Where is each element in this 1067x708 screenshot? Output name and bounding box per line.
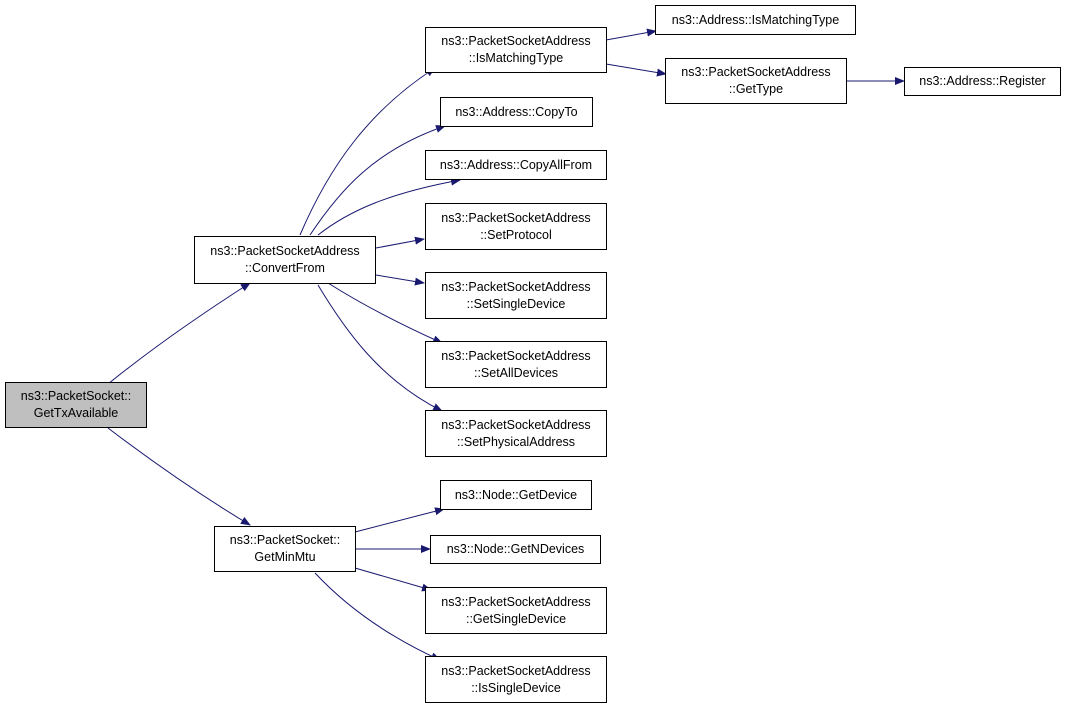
node-label-line-2: ::GetType	[728, 82, 784, 96]
node-label-line-1: ns3::PacketSocketAddress	[681, 65, 831, 79]
node-label-line-2: ::SetAllDevices	[473, 365, 559, 380]
edge-getminmtu-to-issingledevice	[314, 572, 441, 661]
node-packetsocket-getminmtu[interactable]: ns3::PacketSocket:: GetMinMtu	[214, 526, 356, 572]
edge-getminmtu-to-getdevice	[354, 507, 445, 533]
edge-convertfrom-to-setprotocol	[375, 236, 425, 249]
node-label-line-1: ns3::Node::GetDevice	[454, 487, 578, 502]
edge-convertfrom-to-copyallfrom	[317, 177, 461, 236]
node-label-line-1: ns3::PacketSocketAddress	[441, 417, 591, 432]
edge-psa-ismatchingtype-to-gettype	[605, 63, 667, 77]
node-address-copyallfrom[interactable]: ns3::Address::CopyAllFrom	[425, 150, 607, 180]
edge-psa-ismatchingtype-to-address-ismatchingtype	[605, 28, 657, 41]
node-packetsocketaddress-getsingledevice[interactable]: ns3::PacketSocketAddress ::GetSingleDevi…	[425, 587, 607, 634]
node-address-copyto[interactable]: ns3::Address::CopyTo	[440, 97, 593, 127]
node-packetsocketaddress-ismatchingtype[interactable]: ns3::PacketSocketAddress ::IsMatchingTyp…	[425, 27, 607, 73]
node-label-line-2: ::SetSingleDevice	[466, 296, 566, 311]
edge-convertfrom-to-setsingledevice	[375, 274, 425, 286]
node-label-line-2: ::IsMatchingType	[468, 51, 564, 65]
node-packetsocket-gettxavailable: ns3::PacketSocket:: GetTxAvailable	[5, 382, 147, 428]
node-label-line-1: ns3::PacketSocket::	[20, 389, 132, 403]
node-label-line-1: ns3::PacketSocketAddress	[441, 279, 591, 294]
node-label-line-2: ::GetSingleDevice	[465, 611, 567, 626]
node-label-line-2: ::SetProtocol	[480, 227, 552, 242]
edge-convertfrom-to-setalldevices	[327, 282, 443, 344]
node-label-line-1: ns3::Address::IsMatchingType	[671, 12, 840, 27]
node-label-line-1: ns3::PacketSocketAddress	[441, 210, 591, 225]
node-label-line-1: ns3::PacketSocketAddress	[210, 244, 360, 258]
node-label-line-1: ns3::PacketSocket::	[229, 533, 341, 547]
edge-convertfrom-to-psa-ismatchingtype	[299, 67, 436, 236]
node-label-line-2: ::ConvertFrom	[245, 261, 325, 275]
node-label-line-2: ::IsSingleDevice	[471, 680, 561, 695]
edge-gettxavailable-to-convertfrom	[107, 282, 251, 385]
node-packetsocketaddress-convertfrom[interactable]: ns3::PacketSocketAddress ::ConvertFrom	[194, 236, 376, 284]
node-address-register[interactable]: ns3::Address::Register	[904, 67, 1061, 96]
node-label-line-2: ::SetPhysicalAddress	[456, 434, 576, 449]
edge-convertfrom-to-copyto	[309, 125, 446, 236]
node-address-ismatchingtype[interactable]: ns3::Address::IsMatchingType	[655, 5, 856, 35]
node-label-line-1: ns3::Address::CopyTo	[455, 104, 578, 119]
node-packetsocketaddress-setprotocol[interactable]: ns3::PacketSocketAddress ::SetProtocol	[425, 203, 607, 250]
edge-convertfrom-to-setphysicaladdress	[317, 284, 443, 412]
node-label-line-1: ns3::Address::Register	[919, 74, 1046, 88]
node-label-line-1: ns3::PacketSocketAddress	[441, 663, 591, 678]
node-packetsocketaddress-setsingledevice[interactable]: ns3::PacketSocketAddress ::SetSingleDevi…	[425, 272, 607, 319]
node-label-line-2: GetTxAvailable	[33, 406, 119, 420]
node-label-line-1: ns3::PacketSocketAddress	[441, 34, 591, 48]
node-packetsocketaddress-gettype[interactable]: ns3::PacketSocketAddress ::GetType	[665, 58, 847, 104]
node-node-getndevices[interactable]: ns3::Node::GetNDevices	[430, 535, 601, 564]
node-label-line-1: ns3::Node::GetNDevices	[446, 542, 585, 556]
node-packetsocketaddress-setphysicaladdress[interactable]: ns3::PacketSocketAddress ::SetPhysicalAd…	[425, 410, 607, 457]
node-label-line-1: ns3::Address::CopyAllFrom	[439, 157, 593, 172]
node-label-line-1: ns3::PacketSocketAddress	[441, 594, 591, 609]
node-packetsocketaddress-issingledevice[interactable]: ns3::PacketSocketAddress ::IsSingleDevic…	[425, 656, 607, 703]
node-label-line-2: GetMinMtu	[254, 550, 316, 564]
node-node-getdevice[interactable]: ns3::Node::GetDevice	[440, 480, 592, 510]
node-label-line-1: ns3::PacketSocketAddress	[441, 348, 591, 363]
edge-getminmtu-to-getsingledevice	[354, 567, 432, 592]
edge-gettxavailable-to-getminmtu	[107, 427, 251, 526]
node-packetsocketaddress-setalldevices[interactable]: ns3::PacketSocketAddress ::SetAllDevices	[425, 341, 607, 388]
